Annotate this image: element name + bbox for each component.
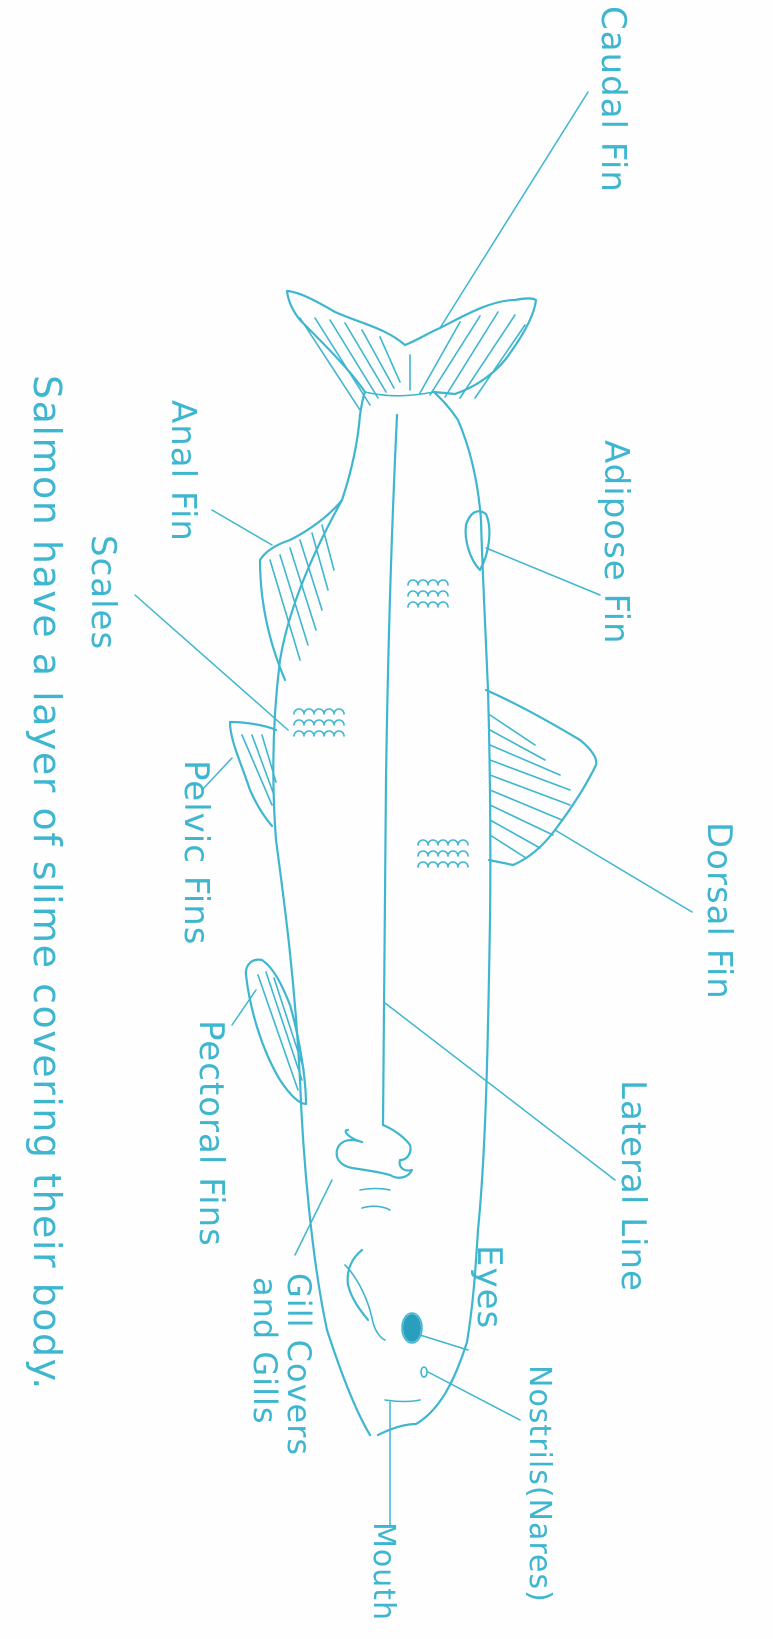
gill-cover-drawing (337, 1125, 412, 1340)
caudal-fin-drawing (287, 291, 536, 410)
eyes-leader (420, 1335, 468, 1350)
anal-fin-leader (212, 510, 272, 545)
dorsal-fin-leader (555, 830, 692, 912)
pectoral-fin-drawing (246, 960, 306, 1104)
pectoral-fins-label: Pectoral Fins (191, 1020, 231, 1247)
lateral-line-label: Lateral Line (613, 1080, 653, 1292)
nostrils-label: Nostrils(Nares) (522, 1365, 557, 1603)
gill-covers-label-line1: Gill Covers (280, 1273, 318, 1456)
anal-fin-drawing (260, 500, 342, 680)
adipose-fin-drawing (466, 511, 490, 570)
caudal-fin-label: Caudal Fin (593, 6, 633, 193)
adipose-fin-label: Adipose Fin (596, 440, 636, 645)
caudal-fin-leader (440, 92, 588, 328)
scales-drawing-1 (408, 580, 448, 607)
gill-covers-label-line2: and Gills (246, 1277, 284, 1425)
adipose-fin-leader (486, 548, 600, 595)
lateral-line-drawing (383, 415, 397, 1125)
slime-note: Salmon have a layer of slime covering th… (25, 375, 69, 1391)
mouth-label: Mouth (366, 1522, 401, 1621)
dorsal-fin-label: Dorsal Fin (699, 822, 739, 1000)
nostril-drawing (421, 1367, 427, 1377)
anal-fin-label: Anal Fin (163, 400, 203, 542)
nostrils-leader (428, 1372, 520, 1420)
scales-drawing-2 (294, 709, 344, 736)
lateral-line-leader (385, 1003, 615, 1180)
eyes-label: Eyes (469, 1245, 509, 1329)
pelvic-fin-drawing (230, 722, 276, 826)
mouth-drawing (385, 1400, 420, 1402)
scales-label: Scales (83, 535, 123, 650)
dorsal-fin-drawing (486, 690, 596, 865)
pelvic-fins-label: Pelvic Fins (176, 760, 216, 946)
scales-drawing-3 (418, 840, 468, 867)
eye-drawing (403, 1314, 421, 1342)
